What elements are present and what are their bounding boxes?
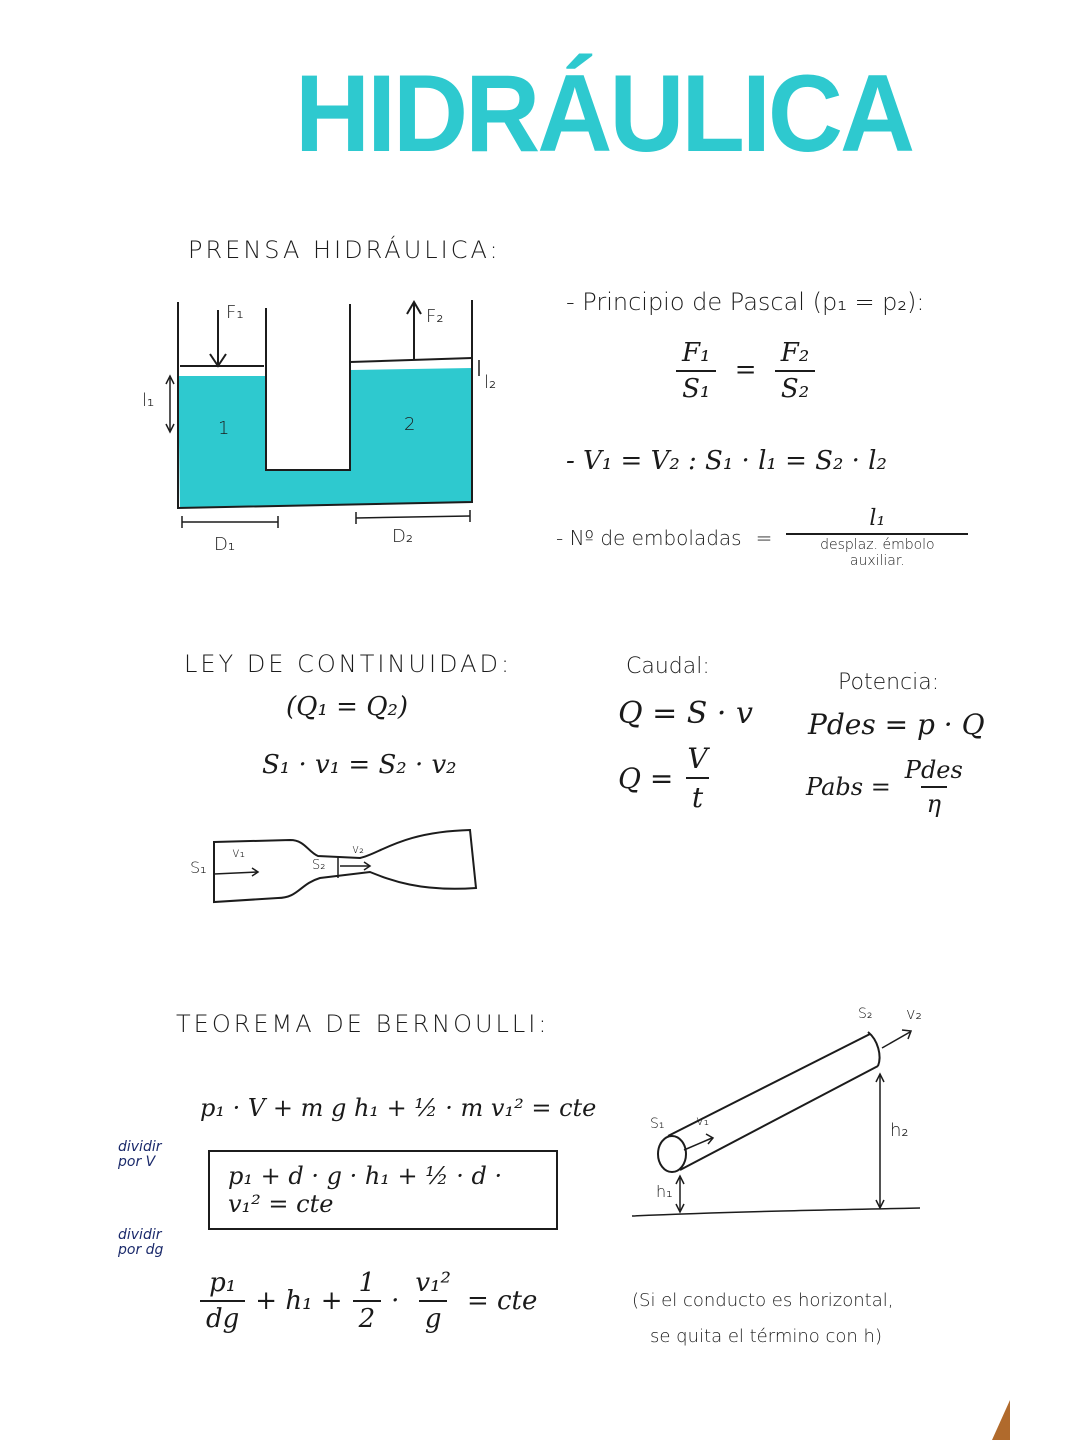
section-heading-prensa: PRENSA HIDRÁULICA:: [188, 236, 501, 264]
potencia-eq1: Pdes = p · Q: [808, 708, 985, 741]
pipe-label-h1: h₁: [656, 1182, 673, 1201]
page-title: HIDRÁULICA: [295, 53, 915, 175]
emboladas-fraction: l₁ desplaz. émbolo auxiliar.: [786, 506, 969, 569]
potencia-label: Potencia:: [838, 670, 940, 695]
continuity-s-equation: S₁ · v₁ = S₂ · v₂: [262, 750, 457, 780]
eq3-v-num: v₁²: [415, 1268, 451, 1298]
potencia-eq2-den: η: [920, 786, 947, 818]
caudal-eq2-den: t: [685, 777, 710, 814]
note2-line1: dividir: [118, 1227, 162, 1243]
pascal-right-num: F₂: [780, 338, 810, 368]
note1-line1: dividir: [118, 1139, 162, 1155]
label-chamber-1: 1: [218, 418, 230, 439]
label-d1: D₁: [214, 534, 236, 555]
note-dividir-por-dg: dividir por dg: [118, 1227, 164, 1259]
pascal-left-den: S₁: [676, 370, 717, 404]
emboladas-equation: - Nº de emboladas = l₁ desplaz. émbolo a…: [556, 506, 969, 569]
section-heading-continuidad: LEY DE CONTINUIDAD:: [184, 650, 513, 678]
venturi-label-v1: v₁: [232, 846, 245, 861]
label-chamber-2: 2: [404, 414, 416, 435]
pipe-label-v2: v₂: [906, 1004, 922, 1023]
continuity-q-equation: (Q₁ = Q₂): [286, 692, 409, 722]
emboladas-label: - Nº de emboladas: [556, 525, 742, 550]
venturi-label-v2: v₂: [352, 842, 364, 856]
eq3-v-den: g: [418, 1300, 448, 1334]
remark-line-1: (Si el conducto es horizontal,: [632, 1290, 894, 1311]
potencia-eq2-num: Pdes: [904, 756, 963, 784]
pipe-label-s2: S₂: [858, 1006, 873, 1022]
label-d2: D₂: [392, 526, 414, 547]
pascal-right-den: S₂: [774, 370, 816, 404]
venturi-label-s1: S₁: [190, 858, 207, 877]
desk-corner: [992, 1400, 1010, 1440]
label-l1: l₁: [142, 390, 155, 411]
pipe-label-v1: v₁: [696, 1114, 709, 1129]
caudal-label: Caudal:: [626, 654, 710, 679]
pascal-left-num: F₁: [682, 338, 711, 368]
eq3-dot: ·: [391, 1286, 400, 1316]
pascal-equals: =: [734, 355, 757, 385]
bernoulli-eq1: p₁ · V + m g h₁ + ½ · m v₁² = cte: [200, 1094, 597, 1122]
label-f1: F₁: [226, 302, 244, 323]
label-f2: F₂: [426, 306, 444, 327]
eq3-mid: + h₁ +: [255, 1286, 343, 1316]
eq3-frac-num: p₁: [209, 1268, 237, 1298]
remark-line-2: se quita el término con h): [650, 1326, 882, 1347]
venturi-label-s2: S₂: [312, 858, 326, 873]
note1-line2: por V: [118, 1154, 156, 1171]
note-dividir-por-v: dividir por V: [118, 1139, 162, 1171]
emboladas-num: l₁: [869, 506, 886, 531]
note2-line2: por dg: [118, 1242, 164, 1259]
pipe-label-h2: h₂: [890, 1120, 909, 1141]
caudal-eq2-lhs: Q =: [618, 761, 674, 795]
hydraulic-press-diagram: [165, 300, 480, 528]
pascal-principle-label: - Principio de Pascal (p₁ = p₂):: [566, 288, 925, 316]
venturi-pipe-diagram: [213, 828, 478, 904]
eq3-half-den: 2: [352, 1300, 382, 1334]
eq3-frac-den: dg: [200, 1300, 246, 1334]
inclined-pipe-diagram: [631, 1029, 921, 1217]
eq3-rhs: = cte: [466, 1286, 538, 1316]
emboladas-den: desplaz. émbolo auxiliar.: [786, 533, 969, 569]
eq3-half-num: 1: [358, 1268, 376, 1298]
caudal-eq2-num: V: [687, 742, 708, 775]
section-heading-bernoulli: TEOREMA DE BERNOULLI:: [176, 1010, 550, 1038]
bernoulli-eq2-boxed: p₁ + d · g · h₁ + ½ · d · v₁² = cte: [208, 1150, 558, 1230]
fluid-fill: [178, 368, 472, 508]
label-l2: l₂: [484, 372, 497, 393]
potencia-eq2-lhs: Pabs =: [806, 773, 891, 801]
caudal-eq1: Q = S · v: [618, 696, 753, 731]
emboladas-equals: =: [755, 525, 773, 550]
volume-equation: - V₁ = V₂ : S₁ · l₁ = S₂ · l₂: [566, 446, 887, 476]
pipe-label-s1: S₁: [650, 1116, 665, 1132]
